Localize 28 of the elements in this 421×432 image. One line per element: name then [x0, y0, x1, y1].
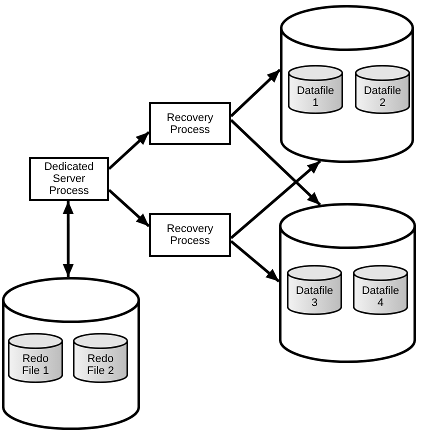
- node-label: Redo File 2: [86, 353, 115, 377]
- file-cylinder: [355, 65, 410, 114]
- process-box: [149, 102, 231, 145]
- arrow: [108, 188, 150, 228]
- node-label: Datafile 1: [296, 84, 336, 108]
- process-box: [149, 213, 231, 257]
- database-cylinder: [279, 203, 416, 363]
- arrow: [230, 160, 322, 240]
- arrow: [108, 131, 150, 170]
- double-arrow: [62, 201, 74, 278]
- node-label: Dedicated Server Process: [43, 161, 95, 197]
- file-cylinder: [8, 333, 63, 383]
- node-label: Datafile 3: [294, 285, 334, 309]
- file-cylinder: [288, 65, 343, 114]
- node-label: Redo File 1: [21, 353, 50, 377]
- arrow: [230, 68, 281, 118]
- node-label: Datafile 4: [360, 285, 400, 309]
- database-cylinder: [2, 277, 140, 430]
- process-box: [29, 157, 109, 201]
- file-cylinder: [353, 265, 408, 315]
- file-cylinder: [287, 265, 342, 315]
- arrow: [230, 240, 280, 282]
- node-label: Datafile 2: [362, 84, 402, 108]
- database-cylinder: [280, 5, 414, 163]
- node-label: Recovery Process: [166, 112, 214, 136]
- arrow: [230, 119, 322, 206]
- node-label: Recovery Process: [166, 223, 214, 247]
- file-cylinder: [73, 333, 128, 383]
